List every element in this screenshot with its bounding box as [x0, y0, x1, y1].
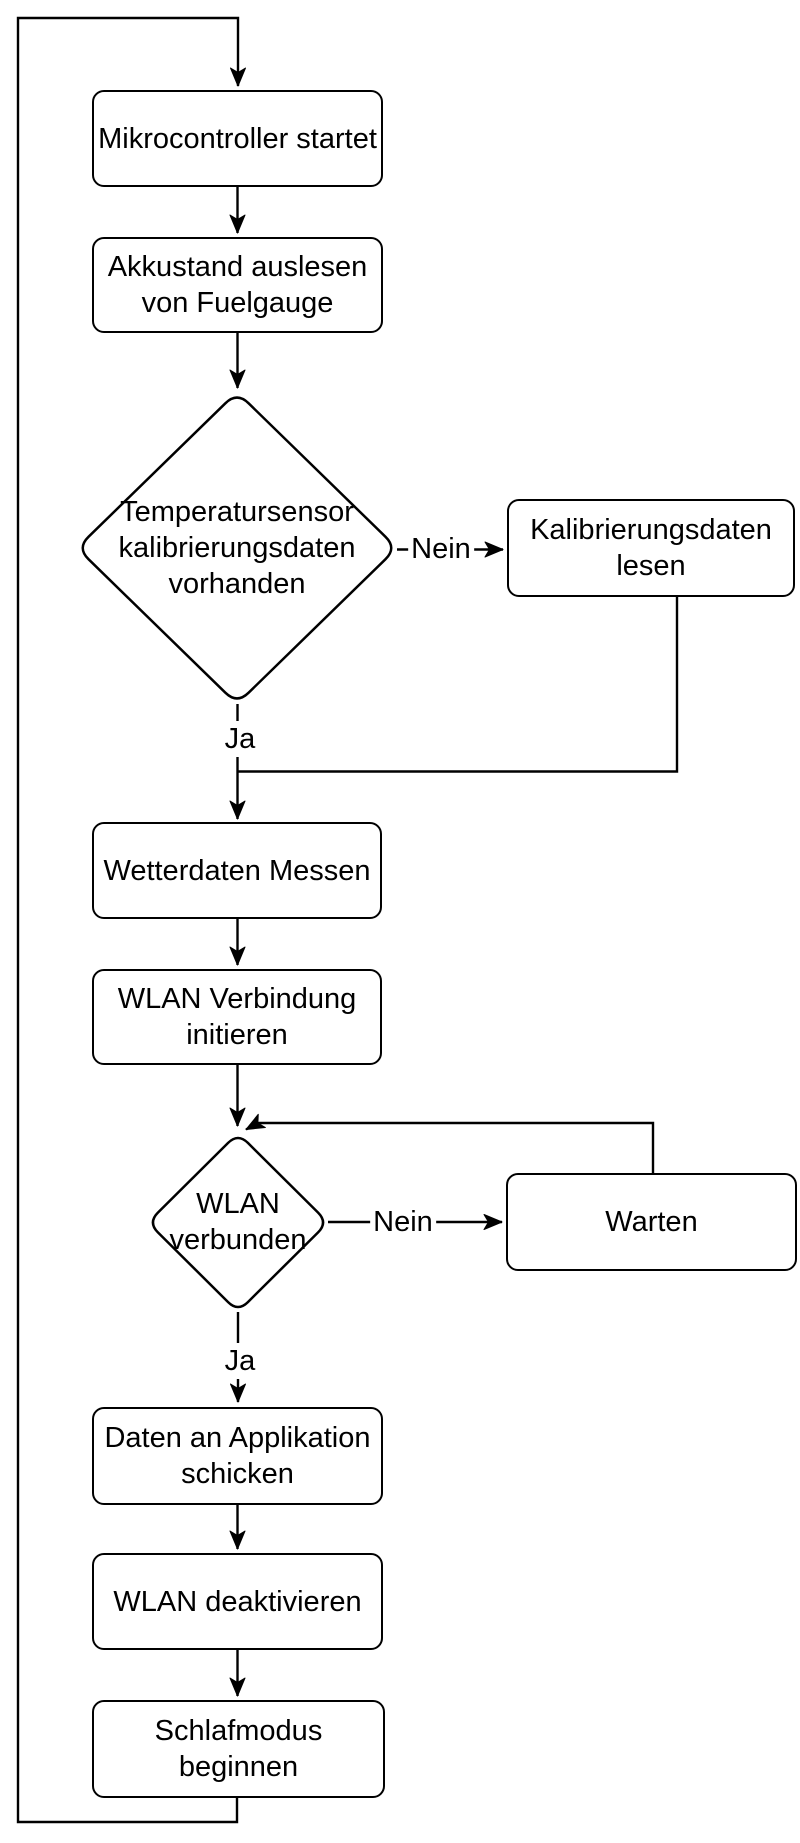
decision-wlan-diamond [151, 1136, 325, 1309]
edge-label-nein-wlan: Nein [370, 1204, 436, 1240]
edge-label-ja-calibration: Ja [221, 721, 259, 757]
node-schlafmodus-beginnen: Schlafmodus beginnen [92, 1700, 385, 1798]
connector-sleep-to-start [16, 16, 246, 1824]
node-wetterdaten-messen: Wetterdaten Messen [92, 822, 382, 919]
node-wlan-deaktivieren: WLAN deaktivieren [92, 1553, 383, 1650]
node-warten: Warten [506, 1173, 797, 1271]
connector-wait-to-wlan-decision [245, 1113, 655, 1173]
edge-label-nein-calibration: Nein [408, 531, 474, 567]
connector-calibration-merge [237, 597, 679, 773]
decision-calibration-diamond [81, 396, 393, 700]
node-kalibrierungsdaten-lesen: Kalibrierungsdaten lesen [507, 499, 795, 597]
node-mikrocontroller-startet: Mikrocontroller startet [92, 90, 383, 187]
decision-wlan-label: WLAN verbunden [169, 1188, 307, 1256]
node-daten-an-applikation-schicken: Daten an Applikation schicken [92, 1407, 383, 1505]
node-wlan-verbindung-initieren: WLAN Verbindung initieren [92, 969, 382, 1065]
edge-label-ja-wlan: Ja [221, 1343, 259, 1379]
node-akkustand-auslesen: Akkustand auslesen von Fuelgauge [92, 237, 383, 333]
decision-calibration-label: Temperatursensor kalibrierungsdaten vorh… [118, 496, 356, 600]
